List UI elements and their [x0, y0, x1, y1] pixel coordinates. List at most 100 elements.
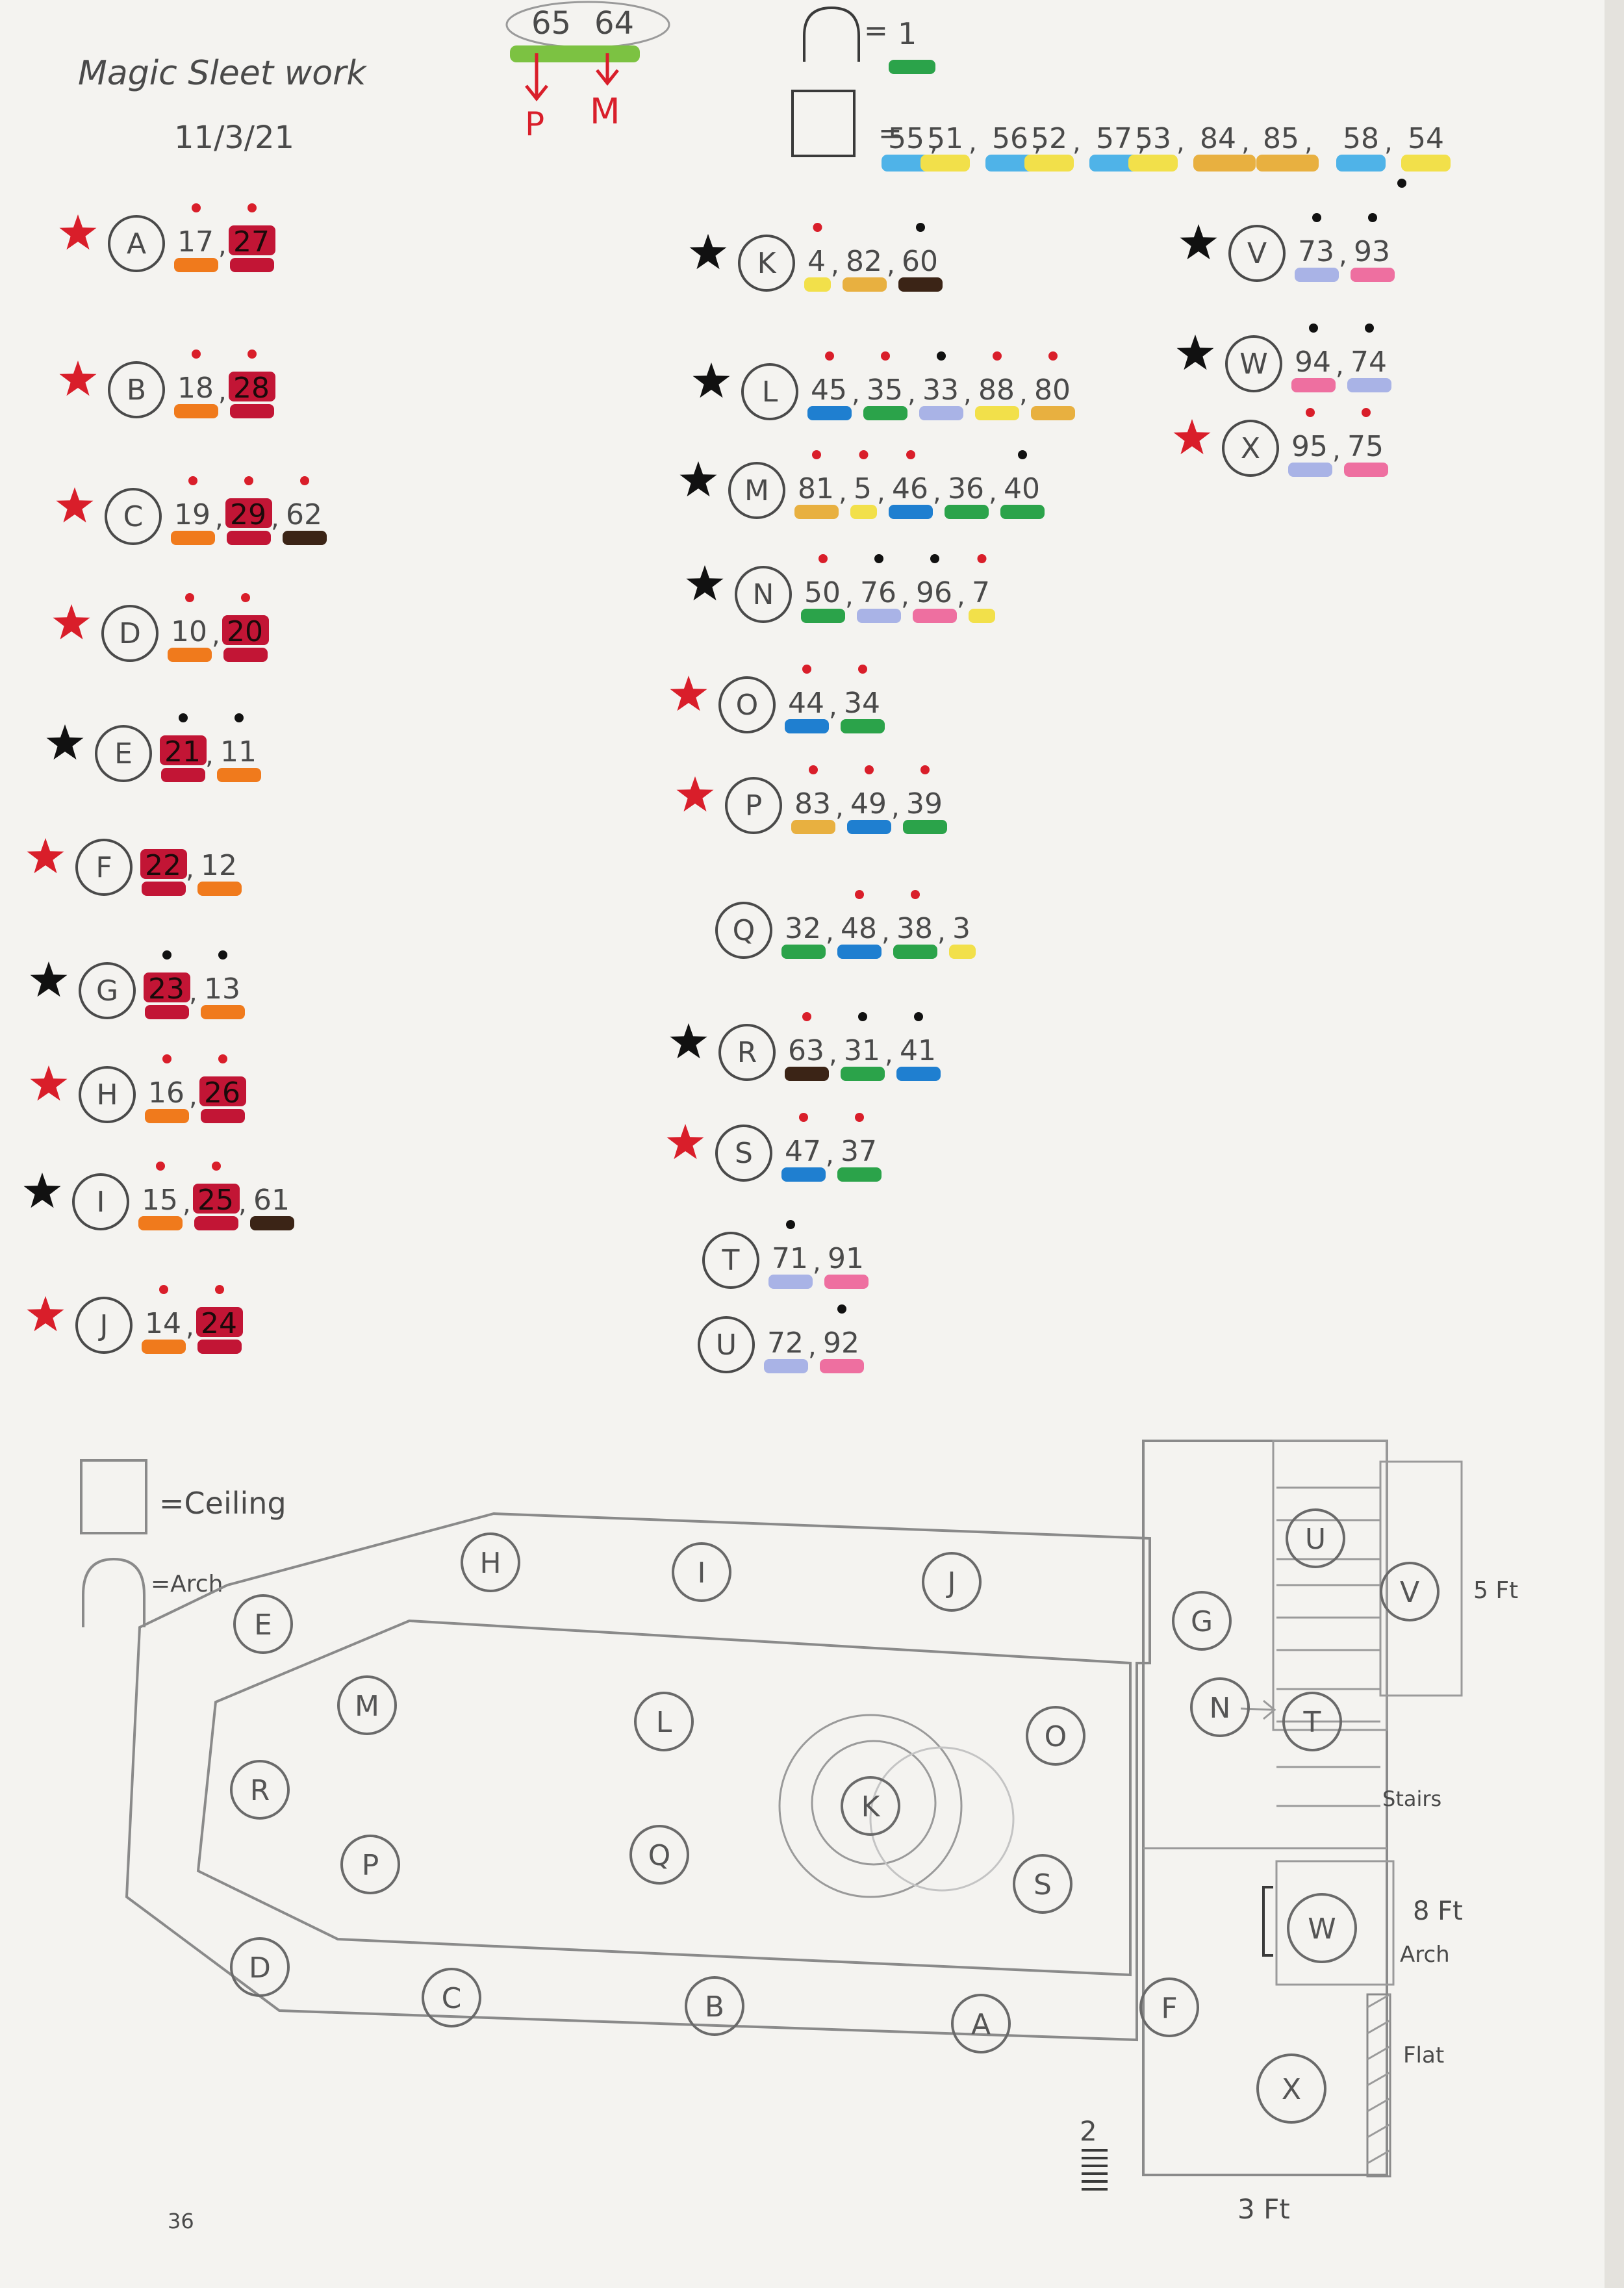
letter-circle [741, 363, 798, 420]
item-value: 22, [140, 849, 194, 896]
station-circle [841, 1776, 900, 1836]
map-station-e: E [233, 1594, 293, 1654]
value-text: 37 [841, 1135, 877, 1168]
station-circle [634, 1692, 694, 1751]
station-letter: V [1400, 1576, 1419, 1609]
marker-dot [914, 1012, 923, 1021]
letter-circle [1222, 420, 1279, 477]
comma: , [835, 793, 844, 822]
value-underline [794, 505, 839, 519]
arch-value: 1 [898, 16, 917, 51]
value-text: 83 [794, 787, 831, 820]
map-station-j: J [922, 1552, 982, 1612]
item-value: 14, [142, 1285, 194, 1354]
black-star-icon [689, 234, 727, 270]
station-circle [922, 1552, 982, 1612]
value-text: 13 [204, 972, 240, 1006]
marker-dot [1397, 179, 1406, 188]
item-letter: N [753, 578, 774, 611]
map-station-q: Q [629, 1825, 689, 1885]
label-stairs: Stairs [1382, 1786, 1441, 1811]
map-station-w: W [1287, 1893, 1357, 1963]
value-text: 7 [972, 576, 990, 609]
value-text: 22 [145, 849, 181, 882]
item-value: 63, [785, 1012, 837, 1081]
item-value: 40 [1000, 450, 1045, 519]
value-underline [768, 1275, 813, 1289]
value-text: 62 [286, 498, 322, 531]
marker-dot [865, 765, 874, 774]
letter-circle [1228, 225, 1286, 282]
marker-dot [156, 1162, 165, 1171]
comma: , [212, 620, 220, 650]
comma: , [205, 741, 214, 770]
comma: , [271, 503, 279, 533]
value-text: 4 [807, 245, 826, 278]
station-circle [1013, 1854, 1072, 1914]
letter-circle [108, 215, 165, 272]
value-underline [807, 406, 852, 420]
legend-top: = 1 = 55,51,56,52,57,53,84,85,58,54 [791, 6, 1451, 188]
item-value: 48, [837, 890, 890, 959]
value-text: 92 [823, 1327, 859, 1360]
letter-circle [95, 725, 152, 782]
value-underline [975, 406, 1019, 420]
letter-circle [105, 488, 162, 545]
comma: , [989, 477, 997, 507]
item-value: 61 [250, 1184, 294, 1230]
letter-circle [735, 566, 792, 623]
item-letter: C [123, 500, 144, 533]
item-value: 81, [794, 450, 847, 519]
station-letter: G [1191, 1605, 1213, 1638]
letter-circle [715, 902, 772, 959]
red-star-icon [53, 604, 90, 640]
page-edge [1605, 0, 1624, 2288]
letter-circle [698, 1316, 755, 1373]
comma: , [937, 917, 946, 947]
station-circle [1026, 1706, 1085, 1766]
value-text: 21 [164, 735, 201, 769]
marker-dot [825, 351, 834, 361]
label-8ft: 8 Ft [1413, 1896, 1463, 1926]
map-station-k: K [841, 1776, 900, 1836]
value-underline [1344, 463, 1388, 477]
value-text: 84 [1200, 122, 1236, 155]
comma: , [1336, 351, 1344, 381]
value-text: 71 [772, 1242, 808, 1275]
item-value: 33, [919, 351, 972, 420]
value-text: 50 [804, 576, 841, 609]
item-letter: B [127, 374, 146, 407]
comma: , [969, 127, 977, 157]
item-value: 27 [229, 203, 275, 272]
marker-dot [802, 665, 811, 674]
alcove-v [1379, 1460, 1463, 1697]
ceiling-value: 57, [1089, 122, 1146, 172]
pair-label-m: M [590, 91, 620, 132]
comma: , [189, 1082, 197, 1112]
value-underline [201, 1005, 245, 1019]
value-text: 3 [952, 912, 971, 945]
pair-highlight [510, 45, 640, 62]
map-station-n: N [1190, 1677, 1250, 1737]
value-text: 25 [197, 1184, 234, 1217]
station-letter: A [971, 2008, 991, 2041]
item-value: 44, [785, 665, 837, 733]
value-underline [785, 719, 829, 733]
station-circle [1172, 1591, 1232, 1651]
value-underline [1347, 378, 1391, 392]
value-underline [945, 505, 989, 519]
station-letter: J [946, 1566, 956, 1599]
stair-column [1272, 1440, 1388, 1731]
ceiling-symbol-icon [791, 90, 856, 157]
marker-dot [993, 351, 1002, 361]
item-value: 45, [807, 351, 860, 420]
value-underline [168, 648, 212, 662]
comma: , [829, 1039, 837, 1069]
value-text: 53 [1135, 122, 1171, 155]
value-highlight [1193, 155, 1256, 172]
